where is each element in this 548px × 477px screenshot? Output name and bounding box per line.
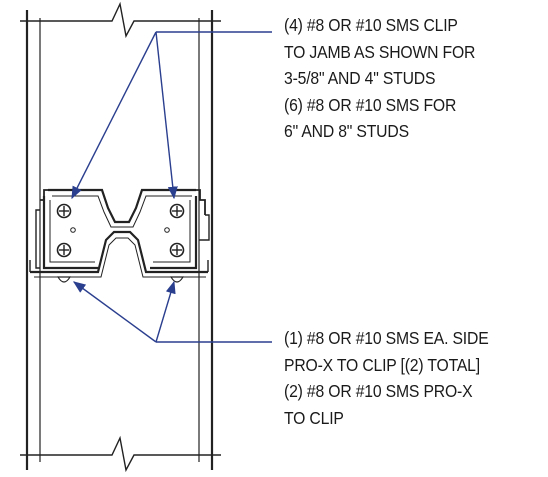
clip-left-leg xyxy=(42,196,98,270)
top-leader-arrow-right xyxy=(155,31,178,200)
clip-upper-profile xyxy=(48,188,196,224)
jamb-clip xyxy=(29,188,210,278)
pro-x-hat-channel-inner xyxy=(34,237,206,278)
top-note-line: (6) #8 OR #10 SMS FOR xyxy=(284,94,457,115)
bottom-note-line: TO CLIP xyxy=(284,407,344,428)
clip-right-leg-inner xyxy=(153,200,191,263)
clip-right-leg xyxy=(150,196,198,270)
bottom-note-line: (2) #8 OR #10 SMS PRO-X xyxy=(284,381,473,401)
bottom-break-line xyxy=(20,435,221,473)
pro-x-hat-channel-lip xyxy=(29,260,209,272)
pro-x-hat-channel xyxy=(30,230,208,274)
clip-left-flange xyxy=(40,189,48,201)
bottom-leader-arrow-left xyxy=(72,281,157,343)
bottom-callout-note: (1) #8 OR #10 SMS EA. SIDE PRO-X TO CLIP… xyxy=(284,325,489,431)
screw-head-icon xyxy=(169,276,185,283)
pilot-hole-icon xyxy=(164,227,170,233)
pilot-holes xyxy=(70,227,170,233)
clip-screws xyxy=(56,203,185,258)
top-note-line: 3-5/8" AND 4" STUDS xyxy=(284,68,436,88)
break-lines xyxy=(20,1,221,473)
clip-left-side-bracket xyxy=(35,209,40,269)
pilot-hole-icon xyxy=(70,227,76,233)
clip-left-leg-inner xyxy=(49,200,95,263)
top-leader-arrow-left xyxy=(71,31,157,200)
pro-x-screws xyxy=(56,276,185,283)
clip-right-flange xyxy=(196,189,206,215)
screw-head-icon xyxy=(169,203,185,219)
bottom-note-line: PRO-X TO CLIP [(2) TOTAL] xyxy=(284,354,480,375)
top-note-line: TO JAMB AS SHOWN FOR xyxy=(284,41,476,62)
top-note-line: (4) #8 OR #10 SMS CLIP xyxy=(284,15,458,35)
bottom-note-line: (1) #8 OR #10 SMS EA. SIDE xyxy=(284,328,489,348)
bottom-leader-arrow-right xyxy=(155,280,176,343)
top-callout-note: (4) #8 OR #10 SMS CLIP TO JAMB AS SHOWN … xyxy=(284,12,475,145)
screw-head-icon xyxy=(169,242,185,258)
top-break-line xyxy=(20,1,221,39)
screw-head-icon xyxy=(56,276,72,283)
clip-right-side-bracket xyxy=(199,214,210,241)
screw-head-icon xyxy=(56,203,72,219)
leader-lines xyxy=(71,31,272,343)
screw-head-icon xyxy=(56,242,72,258)
clip-upper-profile-inner xyxy=(52,195,192,228)
top-note-line: 6" AND 8" STUDS xyxy=(284,121,409,141)
jamb-stud xyxy=(25,10,214,470)
